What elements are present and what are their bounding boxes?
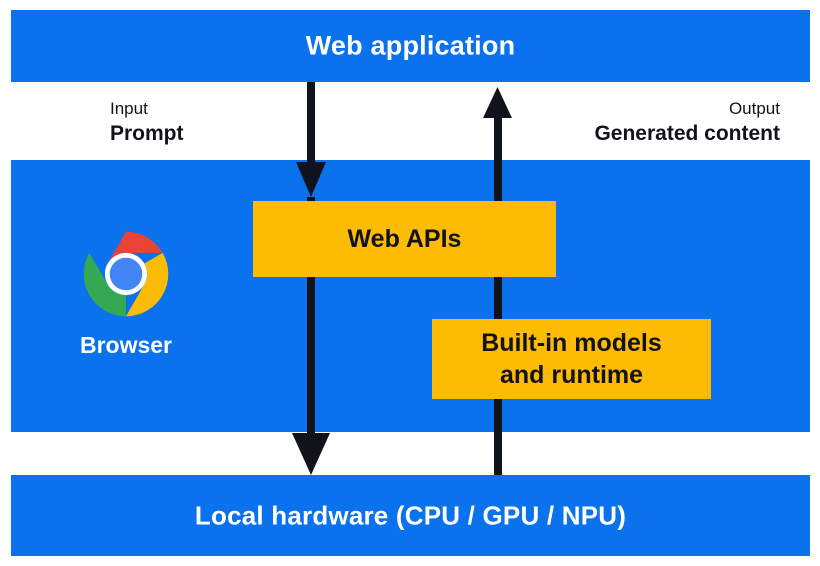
band-web-application: Web application bbox=[11, 10, 810, 82]
chrome-logo-icon bbox=[83, 231, 169, 317]
input-main-label: Prompt bbox=[110, 122, 184, 146]
input-kicker: Input bbox=[110, 99, 148, 118]
browser-group: Browser bbox=[70, 230, 182, 359]
output-kicker: Output bbox=[728, 99, 780, 118]
local-hardware-label: Local hardware (CPU / GPU / NPU) bbox=[194, 500, 627, 530]
built-in-models-line1: Built-in models bbox=[481, 329, 662, 357]
flow-label-input: Input Prompt bbox=[110, 98, 184, 148]
built-in-models-line2: and runtime bbox=[499, 361, 644, 389]
web-apis-label: Web APIs bbox=[347, 225, 462, 253]
flow-label-output: Output Generated content bbox=[594, 98, 780, 148]
built-in-models-label: Built-in models and runtime bbox=[481, 327, 662, 391]
web-application-label: Web application bbox=[305, 30, 516, 61]
box-built-in-models[interactable]: Built-in models and runtime bbox=[432, 319, 711, 399]
band-local-hardware: Local hardware (CPU / GPU / NPU) bbox=[11, 475, 810, 556]
box-web-apis[interactable]: Web APIs bbox=[253, 201, 556, 277]
output-main-label: Generated content bbox=[594, 122, 780, 146]
browser-label: Browser bbox=[79, 332, 173, 358]
